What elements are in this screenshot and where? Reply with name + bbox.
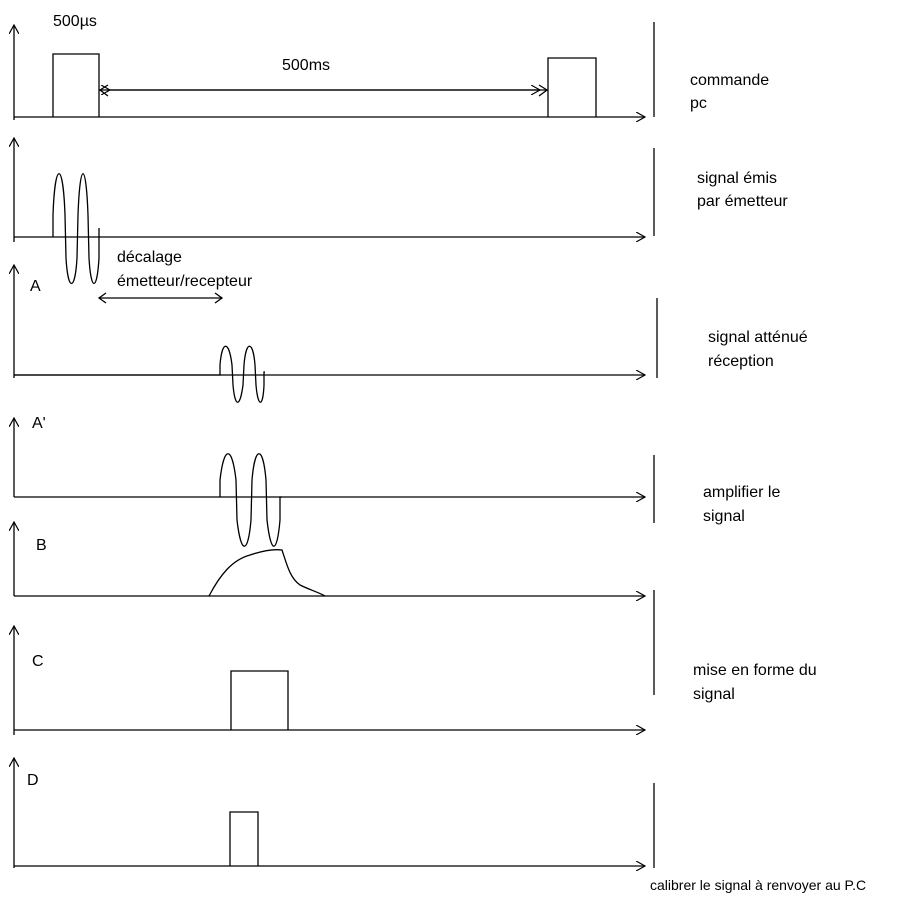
caption: calibrer le signal à renvoyer au P.C bbox=[650, 877, 866, 893]
panel-C: C mise en forme du signal bbox=[14, 590, 817, 735]
panel-commande: 500µs 500ms commande pc bbox=[14, 13, 769, 120]
panel-label: réception bbox=[708, 353, 774, 370]
command-pulse-1 bbox=[52, 53, 100, 117]
delay-label: décalage bbox=[117, 249, 182, 266]
panel-label: signal bbox=[703, 508, 745, 525]
delay-arrowheads bbox=[97, 292, 224, 304]
panel-label: signal atténué bbox=[708, 329, 808, 346]
command-pulse-2 bbox=[547, 57, 597, 117]
panel-letter: B bbox=[36, 537, 47, 554]
calibrated-pulse bbox=[229, 811, 259, 866]
panel-emis: signal émis par émetteur décalage émette… bbox=[14, 138, 788, 304]
period-arrowheads bbox=[98, 84, 549, 97]
panel-letter: A bbox=[30, 278, 41, 295]
panel-A: A signal atténué réception bbox=[14, 265, 808, 403]
amplified-burst bbox=[219, 453, 282, 547]
attenuated-burst bbox=[14, 345, 265, 403]
panel-label: signal émis bbox=[697, 170, 777, 187]
panel-A-prime: A' amplifier le signal bbox=[14, 415, 780, 547]
delay-label: émetteur/recepteur bbox=[117, 273, 253, 290]
panel-letter: C bbox=[32, 653, 44, 670]
panel-label: mise en forme du bbox=[693, 662, 817, 679]
panel-label: pc bbox=[690, 95, 707, 112]
emitted-burst bbox=[52, 173, 100, 284]
panel-label: amplifier le bbox=[703, 484, 780, 501]
period-label: 500ms bbox=[282, 57, 330, 74]
envelope-curve bbox=[208, 549, 326, 597]
shaped-pulse bbox=[230, 670, 289, 730]
pulse-width-label: 500µs bbox=[53, 13, 97, 30]
panel-label: par émetteur bbox=[697, 193, 788, 210]
panel-label: signal bbox=[693, 686, 735, 703]
panel-label: commande bbox=[690, 72, 769, 89]
panel-letter: D bbox=[27, 772, 39, 789]
panel-B: B bbox=[14, 522, 645, 596]
panel-D: D calibrer le signal à renvoyer au P.C bbox=[14, 758, 866, 893]
panel-letter: A' bbox=[32, 415, 46, 432]
